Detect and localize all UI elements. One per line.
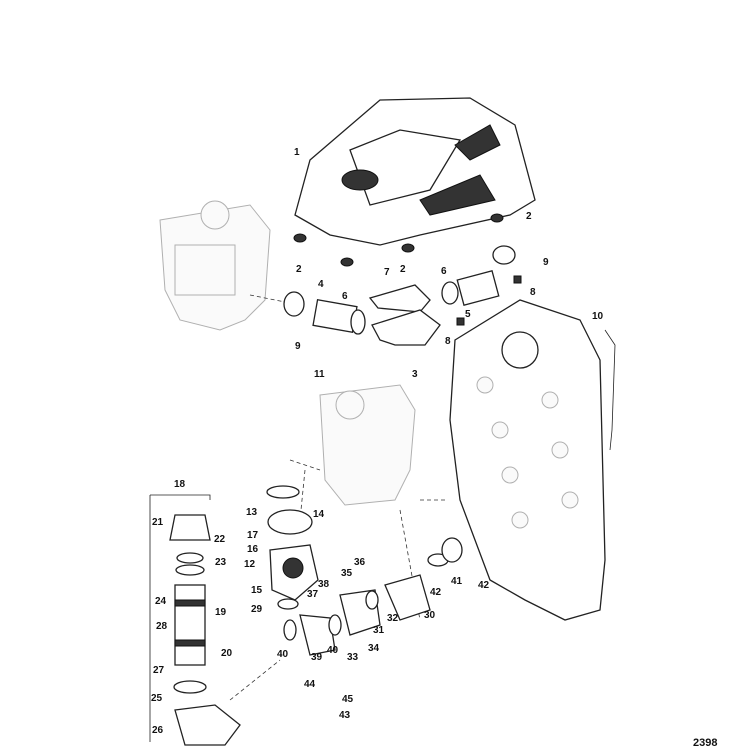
callout-label: 42 (430, 587, 442, 598)
callout-label: 7 (384, 267, 390, 278)
engine-cover (294, 97, 536, 246)
callout-label: 25 (151, 693, 163, 704)
callout-label: 6 (342, 291, 348, 302)
engine-block (449, 299, 616, 621)
callout-label: 15 (251, 585, 263, 596)
callout-label: 30 (424, 610, 436, 621)
callout-label: 34 (368, 643, 380, 654)
callout-label: 45 (342, 694, 354, 705)
callout-label: 39 (311, 652, 323, 663)
callout-label: 28 (156, 621, 168, 632)
intake-hoses (249, 245, 522, 346)
callout-label: 4 (318, 279, 324, 290)
callout-label: 19 (215, 607, 227, 618)
callout-label: 10 (592, 311, 604, 322)
callout-label: 43 (339, 710, 351, 721)
callout-label: 33 (347, 652, 359, 663)
callout-label: 9 (543, 257, 549, 268)
callout-label: 12 (244, 559, 256, 570)
callout-label: 44 (304, 679, 316, 690)
callout-label: 31 (373, 625, 385, 636)
callout-label: 21 (152, 517, 164, 528)
callout-label: 40 (277, 649, 289, 660)
callout-label: 42 (478, 580, 490, 591)
callout-label: 18 (174, 479, 186, 490)
filter-assembly (149, 494, 281, 746)
callout-label: 26 (152, 725, 164, 736)
callout-label: 2 (400, 264, 406, 275)
callout-label: 40 (327, 645, 339, 656)
callout-label: 16 (247, 544, 259, 555)
callout-label: 8 (530, 287, 536, 298)
grommets (293, 213, 504, 267)
callout-label: 9 (295, 341, 301, 352)
callout-label: 14 (313, 509, 325, 520)
callout-label: 5 (465, 309, 471, 320)
reference-assembly-middle (289, 384, 445, 621)
callout-label: 22 (214, 534, 226, 545)
callout-label: 8 (445, 336, 451, 347)
callout-label: 27 (153, 665, 165, 676)
callout-label: 38 (318, 579, 330, 590)
throttle-body-assembly (266, 485, 463, 656)
callout-label: 17 (247, 530, 259, 541)
callout-label: 32 (387, 613, 399, 624)
callout-label: 1 (294, 147, 300, 158)
callout-label: 11 (314, 369, 325, 380)
callout-label: 23 (215, 557, 227, 568)
callout-label: 24 (155, 596, 167, 607)
callout-label: 13 (246, 507, 258, 518)
callout-label: 3 (412, 369, 418, 380)
callout-label: 2 (526, 211, 532, 222)
callout-label: 41 (451, 576, 463, 587)
document-number: 2398 (693, 737, 717, 749)
callout-label: 37 (307, 589, 319, 600)
callout-label: 29 (251, 604, 263, 615)
callout-label: 6 (441, 266, 447, 277)
reference-assembly-upper (159, 200, 271, 331)
callout-label: 35 (341, 568, 353, 579)
callout-label: 36 (354, 557, 366, 568)
callout-label: 2 (296, 264, 302, 275)
callout-label: 20 (221, 648, 233, 659)
